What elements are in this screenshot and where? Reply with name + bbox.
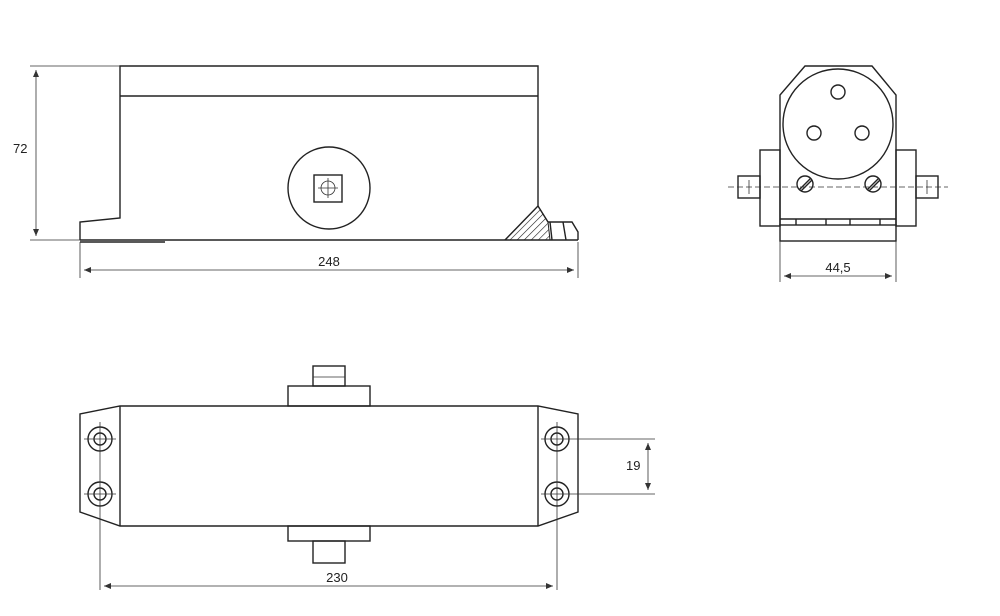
end-view-hole-right — [854, 125, 870, 141]
end-view-left-boss — [759, 149, 781, 227]
top-view-shaft-top — [312, 365, 346, 387]
end-view-hole-top — [830, 84, 846, 100]
side-view — [79, 65, 579, 243]
top-view-body-bottom — [79, 426, 579, 527]
end-view-screw-right — [864, 175, 882, 193]
dimension-width-label: 44,5 — [825, 260, 850, 275]
end-view-round-face — [782, 68, 894, 180]
end-view — [728, 65, 948, 242]
end-view-right-boss — [895, 149, 917, 227]
dimension-height-label: 72 — [13, 141, 27, 156]
end-view-base-plate — [779, 224, 897, 242]
top-view-body-top — [79, 405, 579, 426]
top-view-boss-bottom — [287, 525, 371, 542]
dimension-hole-spacing-vertical: 19 — [626, 443, 651, 490]
top-view — [79, 365, 655, 590]
side-view-shaft-boss — [287, 146, 371, 230]
dimension-hole-spacing-horizontal: 230 — [104, 570, 553, 589]
side-view-square-shaft — [313, 174, 343, 203]
dimension-hole-spacing-horizontal-label: 230 — [326, 570, 348, 585]
dimension-length-label: 248 — [318, 254, 340, 269]
end-view-screw-left — [796, 175, 814, 193]
top-view-boss-top — [287, 385, 371, 407]
end-view-housing — [779, 65, 897, 225]
side-view-hatched-section — [503, 205, 551, 241]
end-view-hole-left — [806, 125, 822, 141]
dimension-height: 72 — [13, 65, 120, 241]
dimension-hole-spacing-vertical-label: 19 — [626, 458, 640, 473]
dimension-width: 44,5 — [779, 241, 897, 282]
dimension-length: 248 — [79, 242, 579, 278]
side-view-foot-edge — [549, 221, 553, 241]
top-view-shaft-bottom — [312, 540, 346, 564]
side-view-foot-edge-2 — [562, 221, 567, 241]
